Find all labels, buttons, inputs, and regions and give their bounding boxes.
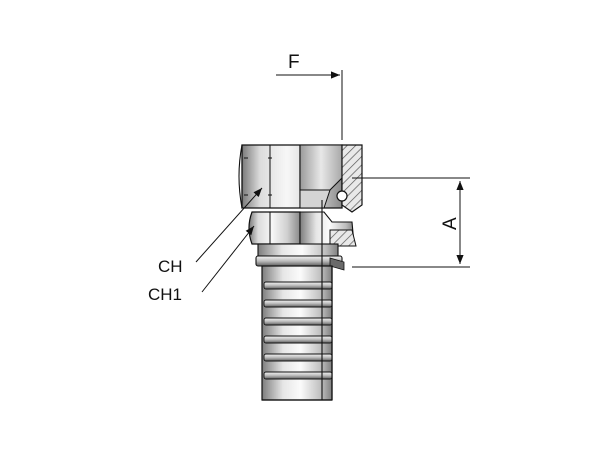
label-f: F [288,52,300,73]
dimension-a: A [352,177,470,268]
label-ch1: CH1 [148,285,182,304]
dimension-f: F [276,52,343,140]
label-ch: CH [158,257,183,276]
label-a: A [440,217,461,230]
leader-ch1: CH1 [148,225,255,304]
collar [255,243,345,271]
hex-body [248,211,357,247]
hose-tail [261,200,333,401]
leader-ch: CH [158,187,263,276]
